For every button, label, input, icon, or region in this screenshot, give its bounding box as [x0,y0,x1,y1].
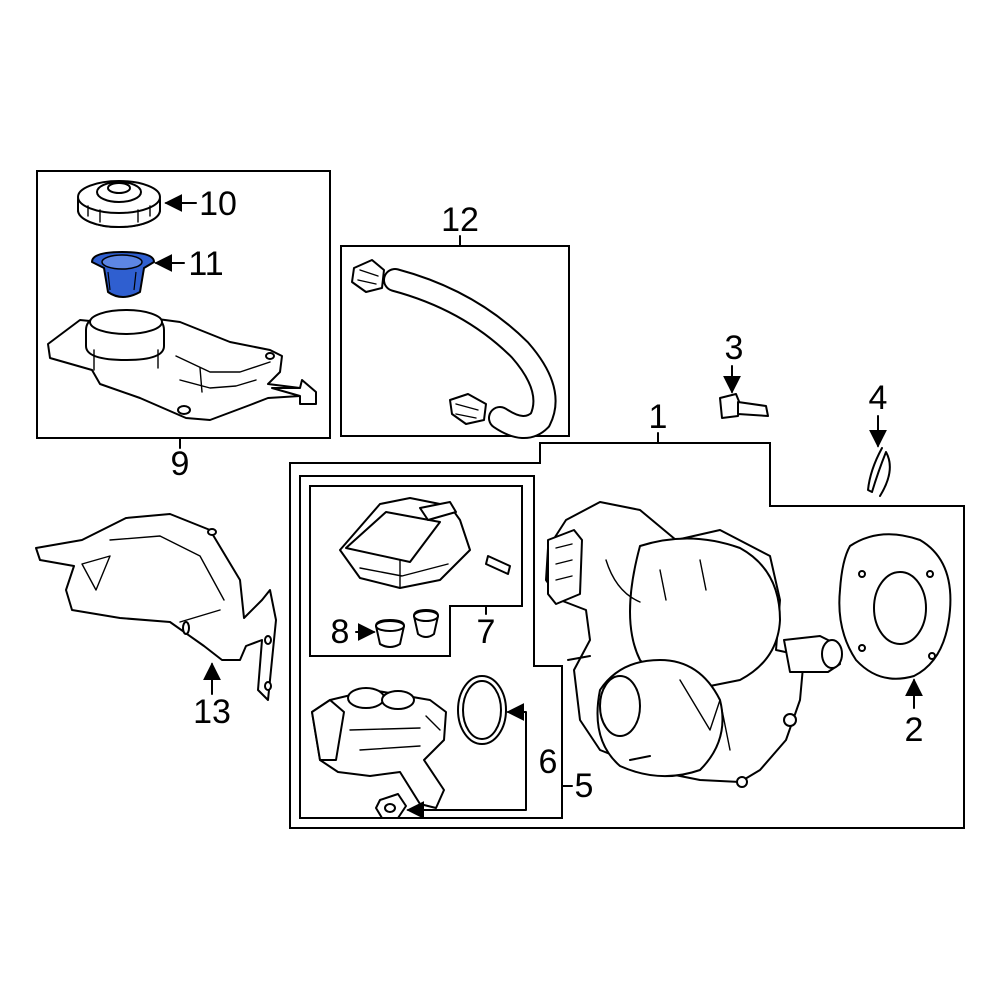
callout-5: 5 [575,767,594,805]
bracket-part[interactable] [35,513,277,701]
master-cylinder-group-box [299,475,573,819]
kit-reservoir-part[interactable] [339,497,511,589]
hose-part[interactable] [351,259,557,439]
hose-group-box [340,235,570,437]
callout-10: 10 [199,185,237,223]
booster-group-box [289,432,965,829]
grommet-part[interactable] [375,609,439,648]
callout-3: 3 [725,329,744,367]
callout-labels: 1 2 3 4 5 6 7 8 9 10 11 12 13 [171,185,924,805]
leader-6-lower [406,761,527,819]
callout-11: 11 [188,245,223,283]
clip-part[interactable] [867,447,891,497]
reservoir-group-box [36,170,331,449]
reservoir-kit-group-box [309,485,523,657]
o-ring-part[interactable] [457,675,507,745]
callout-7: 7 [477,613,496,651]
callout-12: 12 [441,201,479,239]
master-cylinder-part[interactable] [311,687,447,819]
callout-4: 4 [869,379,888,417]
reservoir-tank-part[interactable] [47,309,317,421]
reservoir-cap-part[interactable] [77,180,161,228]
brake-booster-part[interactable] [545,501,843,788]
reservoir-strainer-part[interactable] [91,251,155,298]
callout-2: 2 [905,711,924,749]
leader-6-upper [506,703,527,763]
bolt-part[interactable] [719,393,769,419]
callout-13: 13 [193,693,231,731]
callout-9: 9 [171,445,190,483]
callout-6: 6 [539,743,558,781]
gasket-part[interactable] [838,533,952,680]
leader-arrows [154,194,923,819]
callout-8: 8 [331,613,350,651]
callout-1: 1 [649,398,668,436]
